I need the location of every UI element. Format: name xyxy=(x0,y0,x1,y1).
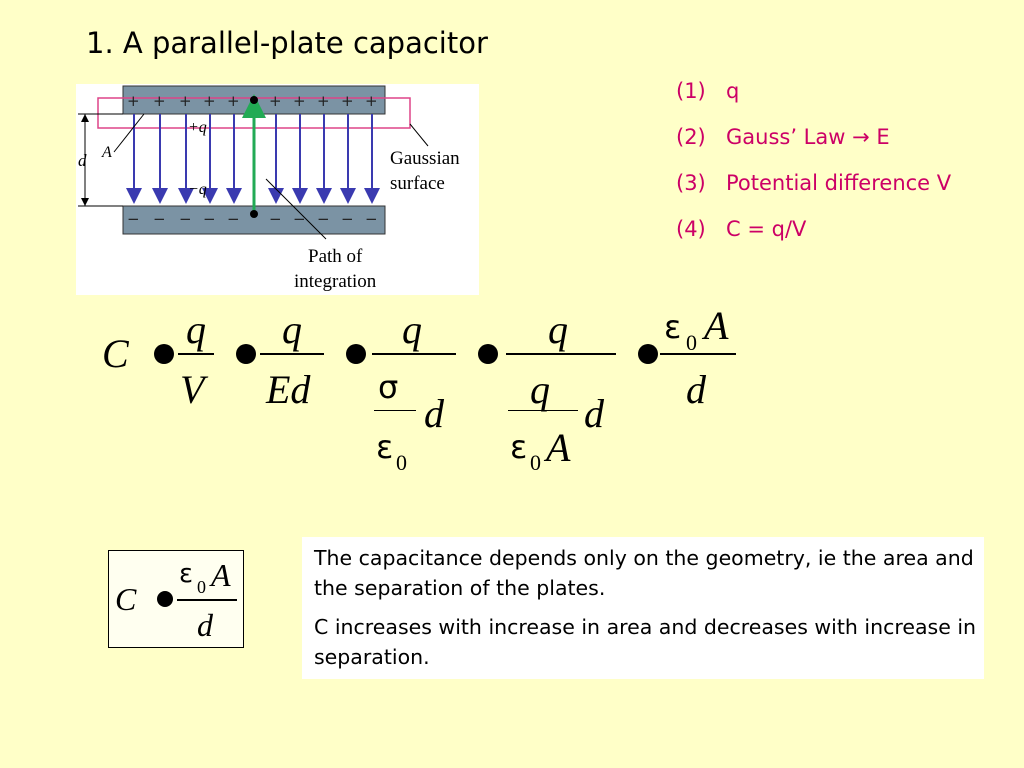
eq-q: q xyxy=(530,367,550,412)
gaussian-label-2: surface xyxy=(390,173,445,194)
plus-q-label: +q xyxy=(188,119,207,136)
path-label-1: Path of xyxy=(308,246,363,267)
eq-v: V xyxy=(180,367,205,412)
eq-bullet xyxy=(638,344,658,364)
d-label: d xyxy=(78,151,87,170)
area-leader xyxy=(113,113,145,153)
step-item: (1)q xyxy=(676,79,740,103)
note-text: The capacitance depends only on the geom… xyxy=(314,546,974,600)
eq-fraction-bar xyxy=(260,353,324,355)
d-arrow-bottom xyxy=(81,198,89,206)
result-c: C xyxy=(115,581,137,617)
gaussian-leader xyxy=(409,123,429,147)
note-text: C increases with increase in area and de… xyxy=(314,615,977,669)
plus-sign: + xyxy=(317,92,330,110)
minus-sign: − xyxy=(341,210,354,228)
path-label-2: integration xyxy=(294,271,377,292)
eq-fraction-bar xyxy=(374,410,416,411)
eq-q: q xyxy=(186,307,206,352)
eq-fraction-bar xyxy=(660,353,736,355)
field-lines xyxy=(126,114,380,204)
eq-fraction-bar xyxy=(372,353,456,355)
plus-sign: + xyxy=(179,92,192,110)
result-formula-box: C ε 0 A d xyxy=(108,550,244,648)
step-item: (3)Potential difference V xyxy=(676,171,952,195)
minus-sign: − xyxy=(153,210,166,228)
eq-bullet xyxy=(154,344,174,364)
minus-sign: − xyxy=(365,210,378,228)
plus-sign: + xyxy=(341,92,354,110)
bottom-point xyxy=(250,210,258,218)
plus-sign: + xyxy=(127,92,140,110)
minus-sign: − xyxy=(269,210,282,228)
eq-a: A xyxy=(704,303,729,348)
eq-epsilon: ε xyxy=(664,308,682,346)
capacitor-diagram: ++++++++++ −−−−−−−−−− d A +q −q Gaussian… xyxy=(78,85,460,292)
minus-sign: − xyxy=(179,210,192,228)
eq-bullet xyxy=(478,344,498,364)
eq-bullet xyxy=(346,344,366,364)
plus-sign: + xyxy=(293,92,306,110)
eq-d: d xyxy=(584,391,604,436)
eq-fraction-bar xyxy=(508,410,578,411)
eq-c: C xyxy=(102,331,129,376)
eq-subscript: 0 xyxy=(396,450,407,475)
eq-q: q xyxy=(282,307,302,352)
result-subscript: 0 xyxy=(197,577,206,597)
plus-signs: + + + + + + + + + + xyxy=(127,92,378,110)
capacitor-figure: ++++++++++ −−−−−−−−−− d A +q −q Gaussian… xyxy=(76,84,479,295)
eq-sigma: σ xyxy=(378,368,399,406)
eq-epsilon: ε xyxy=(376,428,394,466)
path-leader xyxy=(265,178,327,240)
eq-q: q xyxy=(548,307,568,352)
minus-sign: − xyxy=(203,210,216,228)
gaussian-label-1: Gaussian xyxy=(390,148,460,169)
plus-sign: + xyxy=(269,92,282,110)
step-item: (4)C = q/V xyxy=(676,217,807,241)
plus-sign: + xyxy=(365,92,378,110)
slide-title: 1. A parallel-plate capacitor xyxy=(86,26,488,60)
area-label: A xyxy=(101,144,112,161)
minus-sign: − xyxy=(293,210,306,228)
result-a: A xyxy=(211,557,231,593)
minus-sign: − xyxy=(317,210,330,228)
minus-signs: −−−−−−−−−− xyxy=(127,210,378,228)
eq-d: d xyxy=(686,367,706,412)
eq-fraction-bar xyxy=(506,353,616,355)
notes-box: The capacitance depends only on the geom… xyxy=(302,537,984,679)
plus-sign: + xyxy=(203,92,216,110)
eq-subscript: 0 xyxy=(686,330,697,355)
eq-epsilon: ε xyxy=(510,428,528,466)
minus-sign: − xyxy=(127,210,140,228)
result-bullet xyxy=(157,591,173,607)
eq-bullet xyxy=(236,344,256,364)
eq-a: A xyxy=(546,425,571,470)
top-point xyxy=(250,96,258,104)
d-arrow-top xyxy=(81,114,89,122)
result-fraction-bar xyxy=(177,599,237,601)
minus-q-label: −q xyxy=(188,181,207,198)
eq-ed: Ed xyxy=(266,367,311,412)
result-epsilon: ε xyxy=(179,559,194,589)
eq-q: q xyxy=(402,307,422,352)
eq-subscript: 0 xyxy=(530,450,541,475)
step-item: (2)Gauss’ Law → E xyxy=(676,125,890,149)
eq-d: d xyxy=(424,391,444,436)
minus-sign: − xyxy=(227,210,240,228)
step-list: (1)q (2)Gauss’ Law → E (3)Potential diff… xyxy=(676,76,951,260)
plus-sign: + xyxy=(227,92,240,110)
result-d: d xyxy=(197,607,213,643)
eq-fraction-bar xyxy=(178,353,214,355)
plus-sign: + xyxy=(153,92,166,110)
